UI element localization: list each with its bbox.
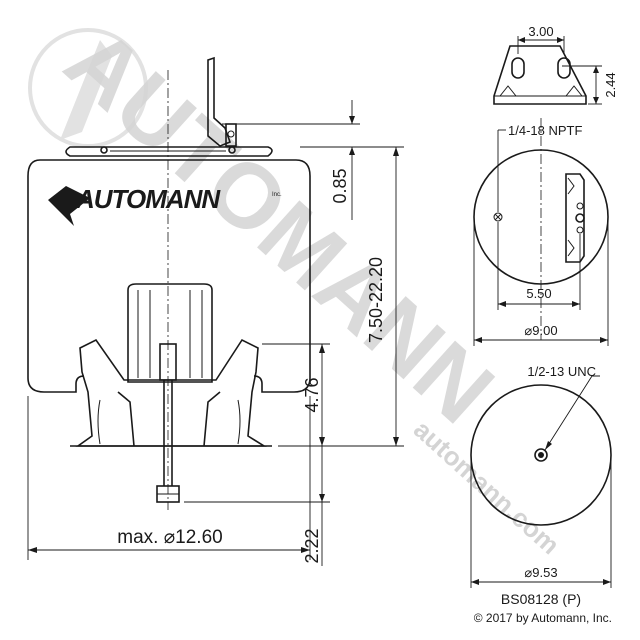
dim-bottom-plate-dia: ⌀9.53 — [524, 565, 557, 580]
watermark: AUTOMANN automann.com — [28, 9, 565, 560]
top-plate-view: 1/4-18 NPTF 5.50 ⌀9.00 — [473, 118, 609, 346]
dim-stud-length: 2.22 — [302, 528, 322, 563]
bottom-view: 1/2-13 UNC ⌀9.53 — [470, 364, 612, 588]
footer: BS08128 (P) © 2017 by Automann, Inc. — [474, 591, 612, 625]
part-number: BS08128 (P) — [501, 591, 581, 607]
dim-height-range: 7.50-22.20 — [366, 257, 386, 343]
watermark-big-text: AUTOMANN — [47, 9, 513, 443]
dim-bracket-width: 3.00 — [528, 24, 553, 39]
brand-logo: AUTOMANN Inc. — [48, 184, 282, 226]
dim-top-plate-dia: ⌀9.00 — [524, 323, 557, 338]
bracket-detail-view: 3.00 2.44 — [493, 24, 618, 105]
callout-port: 1/4-18 NPTF — [508, 123, 582, 138]
side-view — [27, 56, 311, 510]
dim-bolt-spacing: 5.50 — [526, 286, 551, 301]
logo-suffix: Inc. — [272, 192, 282, 198]
dim-max-diameter: max. ⌀12.60 — [117, 527, 222, 548]
side-dimensions: 0.85 7.50-22.20 4.76 2.22 max. ⌀12.60 — [27, 100, 404, 566]
logo-mark-icon — [48, 186, 90, 226]
logo-text: AUTOMANN — [75, 184, 221, 214]
dim-bracket-height: 2.44 — [603, 72, 618, 97]
dim-top-offset: 0.85 — [330, 168, 350, 203]
callout-stud: 1/2-13 UNC — [527, 364, 596, 379]
dim-piston-height: 4.76 — [302, 377, 322, 412]
watermark-url: automann.com — [408, 414, 565, 560]
copyright: © 2017 by Automann, Inc. — [474, 611, 612, 625]
